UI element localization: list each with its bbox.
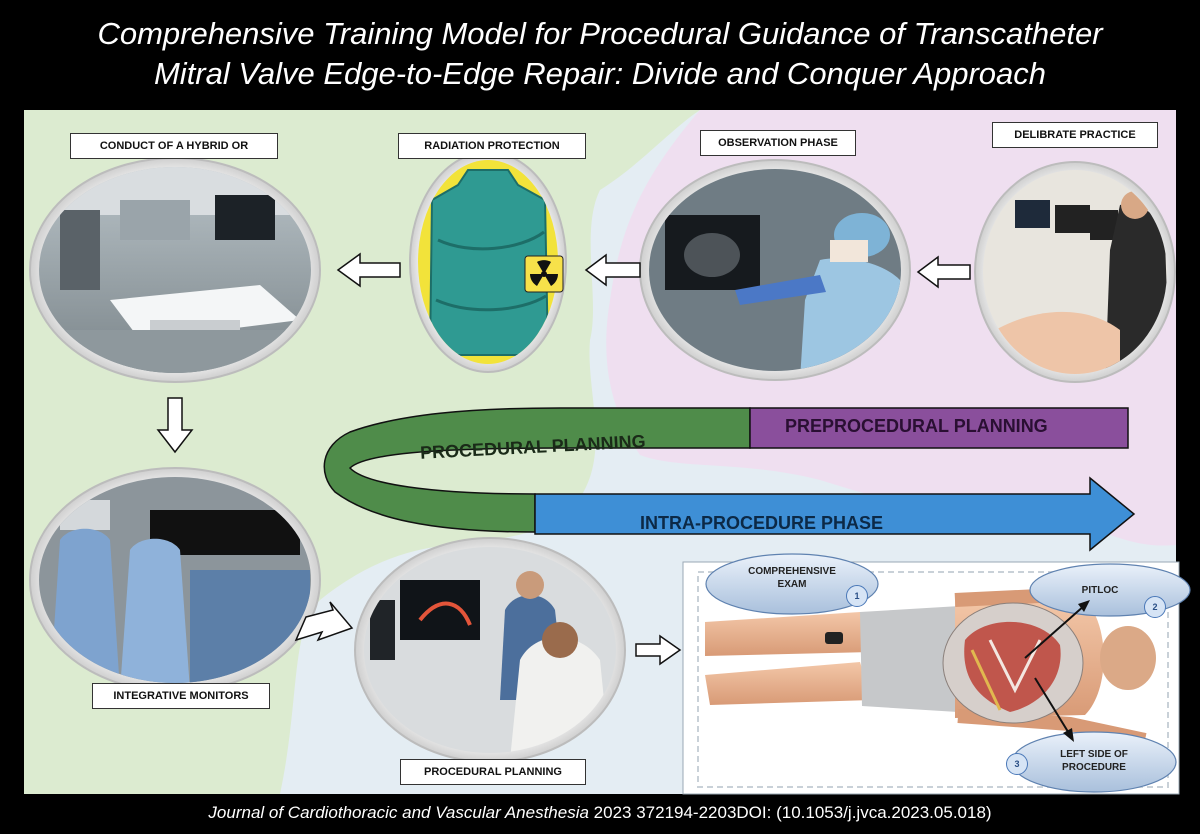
connector-to-pitloc (1024, 604, 1086, 659)
journal-name: Journal of Cardiothoracic and Vascular A… (208, 803, 589, 822)
label-observation-phase: OBSERVATION PHASE (700, 130, 856, 156)
arrow-left-radiation-to-or (336, 252, 401, 288)
arrow-down-or-to-monitors (156, 397, 194, 454)
band-text-preprocedural-planning: PREPROCEDURAL PLANNING (785, 416, 1048, 436)
pitloc-arrowhead (1078, 600, 1090, 612)
label-radiation-protection: RADIATION PROTECTION (398, 133, 586, 159)
heart-model (942, 602, 1084, 724)
left-side-arrowhead (1063, 728, 1074, 742)
radiation-protection-photo (409, 151, 567, 373)
band-text-intra-procedure-phase: INTRA-PROCEDURE PHASE (640, 513, 884, 533)
arrow-right-monitors-to-planning (294, 601, 354, 642)
arrow-left-practice-to-observation (916, 255, 971, 289)
exam-pills (705, 553, 1191, 793)
hybrid-or-photo (29, 157, 321, 383)
label-delibrate-practice: DELIBRATE PRACTICE (992, 122, 1158, 148)
citation-text: 2023 372194-2203DOI: (10.1053/j.jvca.202… (588, 803, 992, 822)
intra-procedure-arrow (534, 476, 1136, 552)
label-integrative-monitors: INTEGRATIVE MONITORS (92, 683, 270, 709)
exam-step-2-label: PITLOC (1081, 585, 1119, 596)
arrow-left-observation-to-radiation (584, 253, 641, 287)
connector-to-left-side (1034, 677, 1071, 736)
arrow-right-planning-to-mannequin (635, 634, 682, 666)
exam-step-2-number: 2 (1144, 596, 1166, 618)
exam-step-1-number: 1 (846, 585, 868, 607)
exam-step-1-label: COMPREHENSIVE EXAM (748, 566, 836, 590)
exam-step-3-number: 3 (1006, 753, 1028, 775)
procedural-planning-photo (354, 537, 626, 763)
title-line-1: Comprehensive Training Model for Procedu… (97, 16, 1103, 51)
preprocedural-band-shape (749, 407, 1129, 449)
radiation-hazard-icon (524, 255, 564, 293)
phase-band (323, 407, 1136, 552)
delibrate-practice-photo (974, 161, 1176, 383)
label-conduct-hybrid-or: CONDUCT OF A HYBRID OR (70, 133, 278, 159)
integrative-monitors-photo (29, 467, 321, 693)
title-line-2: Mitral Valve Edge-to-Edge Repair: Divide… (153, 56, 1047, 91)
procedural-band-shape (323, 407, 751, 533)
exam-step-3-label: LEFT SIDE OF PROCEDURE (1060, 749, 1128, 773)
infographic-title: Comprehensive Training Model for Procedu… (0, 14, 1200, 94)
observation-phase-photo (639, 159, 911, 381)
citation-footer: Journal of Cardiothoracic and Vascular A… (0, 803, 1200, 823)
label-procedural-planning: PROCEDURAL PLANNING (400, 759, 586, 785)
